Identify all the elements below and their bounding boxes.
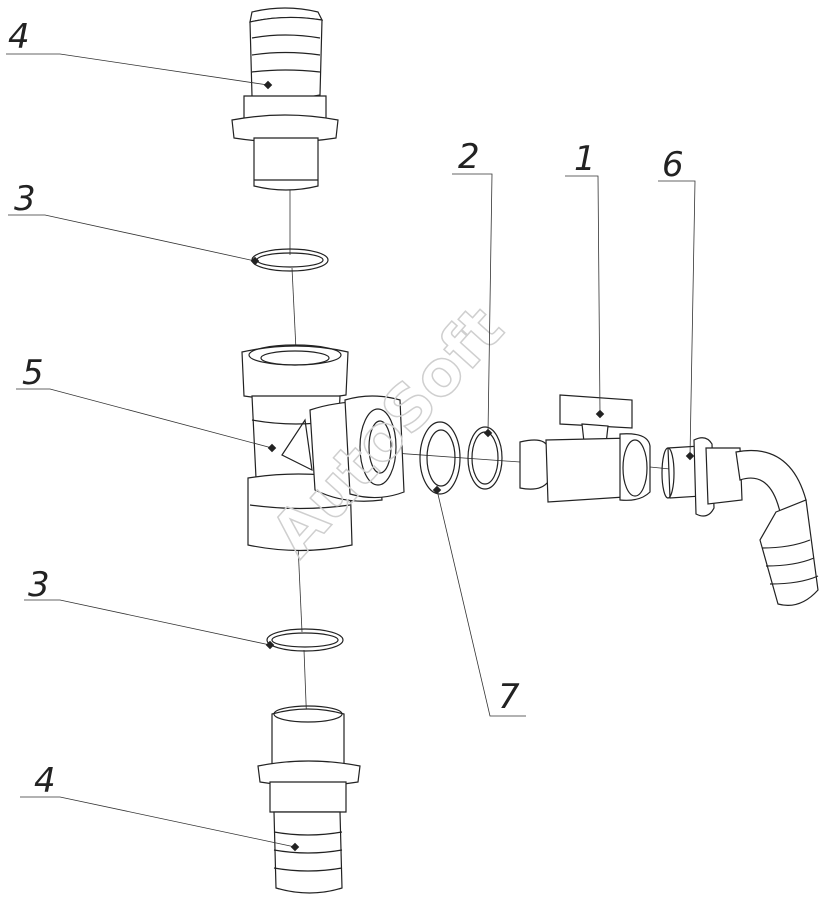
part-6-elbow-fitting — [661, 437, 819, 606]
part-3-bottom-o-ring — [266, 628, 344, 652]
part-5-tee-body — [241, 344, 405, 552]
callout-1: 1 — [574, 139, 596, 179]
callout-6: 6 — [662, 145, 684, 185]
part-4-bottom-hose-fitting — [257, 705, 361, 894]
callout-labels: 4 3 5 3 4 2 1 6 7 — [8, 17, 684, 801]
callout-4-bottom: 4 — [34, 761, 56, 801]
callout-3-top: 3 — [14, 179, 36, 219]
callout-2: 2 — [458, 137, 480, 177]
callout-3-bottom: 3 — [28, 565, 50, 605]
callout-7: 7 — [498, 677, 520, 717]
callout-5: 5 — [22, 353, 44, 393]
part-7-washer — [419, 421, 461, 495]
part-2-o-ring — [467, 426, 503, 490]
part-4-top-hose-fitting — [231, 7, 339, 191]
callout-4-top: 4 — [8, 17, 30, 57]
part-1-ball-valve — [519, 394, 651, 503]
leader-lines — [6, 53, 696, 852]
